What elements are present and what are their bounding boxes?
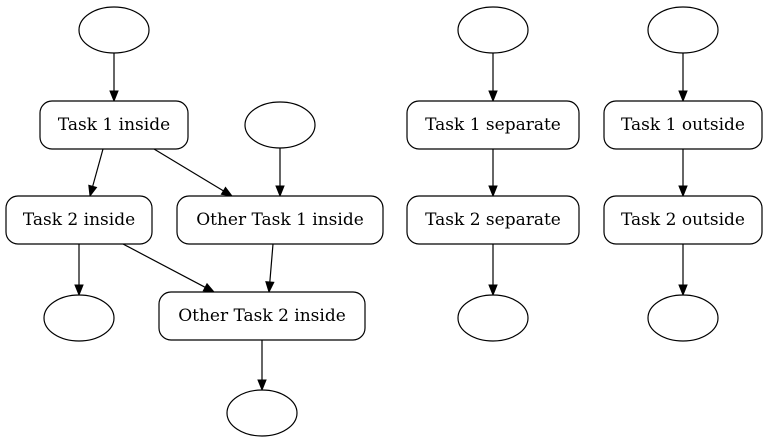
arrowhead-icon: [678, 185, 688, 198]
ellipse-node-shape: [244, 101, 316, 149]
edge-start4-to-task1-outside: [678, 53, 688, 103]
edge-start1-to-task1-inside: [109, 53, 119, 103]
node-end1: [43, 294, 115, 342]
edge-other-task1-inside-to-other-task2-inside: [265, 243, 275, 294]
task-label: Task 2 inside: [23, 210, 135, 230]
node-end3: [457, 294, 529, 342]
edge-line: [92, 148, 104, 187]
arrowhead-icon: [265, 281, 275, 294]
arrowhead-icon: [88, 184, 98, 198]
arrowhead-icon: [488, 90, 498, 103]
arrowhead-icon: [202, 282, 216, 293]
task-box-shape: [158, 291, 366, 341]
arrowhead-icon: [257, 379, 267, 392]
node-start1: [78, 6, 150, 54]
arrowhead-icon: [74, 284, 84, 297]
node-task2-outside: Task 2 outside: [603, 195, 763, 245]
task-box-shape: [5, 195, 153, 245]
task-label: Task 1 separate: [425, 115, 561, 135]
task-label: Other Task 2 inside: [178, 306, 346, 326]
node-other-task2-inside: Other Task 2 inside: [158, 291, 366, 341]
edge-start3-to-task1-separate: [488, 53, 498, 103]
ellipse-node-shape: [647, 294, 719, 342]
node-start3: [457, 6, 529, 54]
edge-line: [269, 243, 274, 283]
arrowhead-icon: [488, 185, 498, 198]
edge-line: [122, 243, 206, 288]
ellipse-node-shape: [78, 6, 150, 54]
edge-task2-outside-to-end4: [678, 244, 688, 297]
ellipse-node-shape: [457, 294, 529, 342]
arrowhead-icon: [109, 90, 119, 103]
arrowhead-icon: [678, 90, 688, 103]
task-box-shape: [406, 195, 580, 245]
node-task2-separate: Task 2 separate: [406, 195, 580, 245]
ellipse-node-shape: [457, 6, 529, 54]
edges-layer: [74, 53, 688, 392]
arrowhead-icon: [488, 284, 498, 297]
node-task1-separate: Task 1 separate: [406, 100, 580, 150]
task-box-shape: [603, 100, 763, 150]
task-label: Task 2 outside: [621, 210, 745, 230]
arrowhead-icon: [275, 185, 285, 198]
edge-task2-inside-to-end1: [74, 244, 84, 297]
task-box-shape: [39, 100, 189, 150]
edge-start2-to-other-task1-inside: [275, 148, 285, 198]
edge-line: [153, 148, 224, 192]
task-box-shape: [406, 100, 580, 150]
ellipse-node-shape: [226, 389, 298, 437]
ellipse-node-shape: [43, 294, 115, 342]
edge-task2-inside-to-other-task2-inside: [122, 243, 216, 293]
task-label: Task 2 separate: [425, 210, 561, 230]
task-label: Task 1 inside: [58, 115, 170, 135]
node-task2-inside: Task 2 inside: [5, 195, 153, 245]
task-label: Other Task 1 inside: [196, 210, 364, 230]
node-start2: [244, 101, 316, 149]
edge-task1-outside-to-task2-outside: [678, 149, 688, 198]
node-other-task1-inside: Other Task 1 inside: [176, 195, 384, 245]
edge-task1-separate-to-task2-separate: [488, 149, 498, 198]
edge-task2-separate-to-end3: [488, 244, 498, 297]
arrowhead-icon: [220, 186, 234, 197]
arrowhead-icon: [678, 284, 688, 297]
node-end4: [647, 294, 719, 342]
edge-other-task2-inside-to-end2: [257, 340, 267, 392]
node-end2: [226, 389, 298, 437]
node-start4: [647, 6, 719, 54]
edge-task1-inside-to-other-task1-inside: [153, 148, 234, 197]
node-task1-outside: Task 1 outside: [603, 100, 763, 150]
edge-task1-inside-to-task2-inside: [88, 148, 104, 198]
task-box-shape: [603, 195, 763, 245]
task-box-shape: [176, 195, 384, 245]
task-label: Task 1 outside: [621, 115, 745, 135]
node-task1-inside: Task 1 inside: [39, 100, 189, 150]
ellipse-node-shape: [647, 6, 719, 54]
